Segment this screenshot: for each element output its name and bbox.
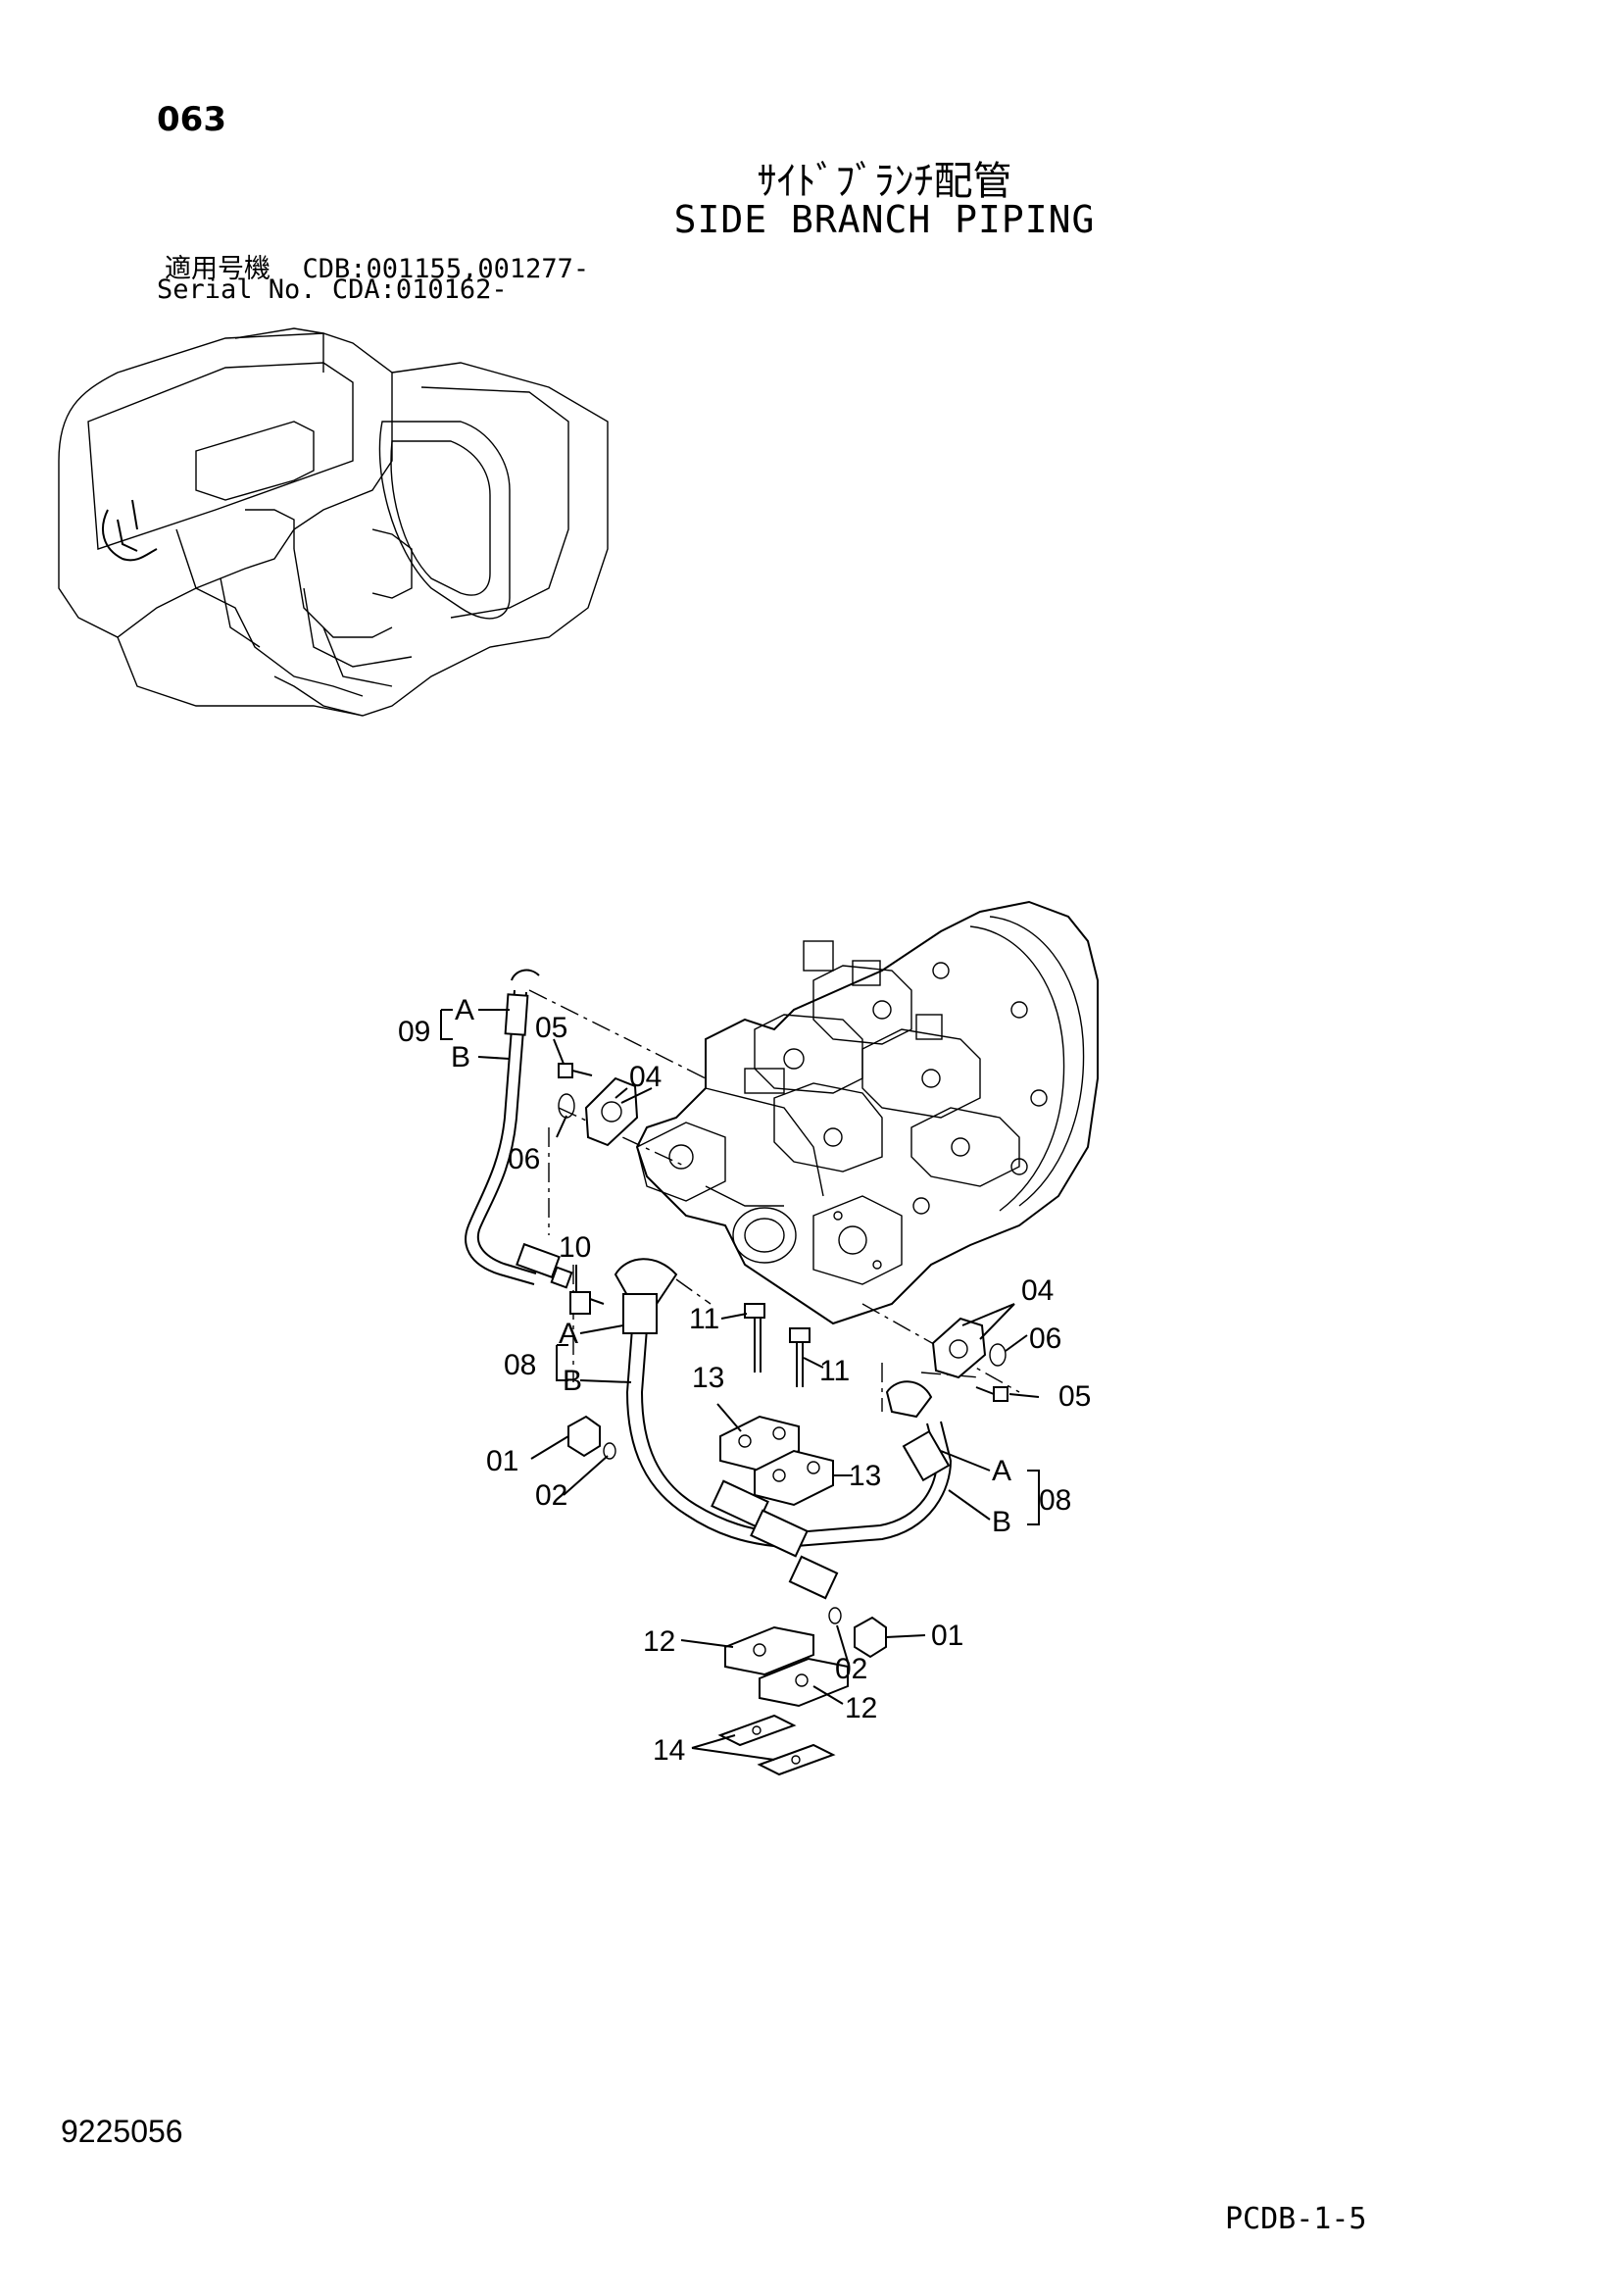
- bolt-05-right: [975, 1386, 1008, 1402]
- callout-08-left-a: A: [559, 1318, 578, 1350]
- callout-01-left: 01: [486, 1445, 518, 1477]
- callout-08-right: 08: [1039, 1484, 1071, 1517]
- serial-row-number: Serial No. CDA:010162-: [157, 275, 508, 305]
- leader-lines: [440, 1009, 1040, 1761]
- hose-08: [614, 1258, 953, 1600]
- callout-08-right-b: B: [992, 1506, 1011, 1538]
- callout-12-left: 12: [643, 1625, 675, 1658]
- callout-08-left-b: B: [563, 1365, 582, 1397]
- serial-row-applicable: 適用号機 CDB:001155,001277-: [165, 247, 589, 285]
- split-flange-04-right: [931, 1317, 987, 1379]
- callout-08-left: 08: [504, 1349, 536, 1381]
- o-ring-02-left: [603, 1442, 616, 1460]
- o-ring-02-bottom: [828, 1607, 842, 1624]
- callout-13-bottom: 13: [849, 1460, 881, 1492]
- split-flange-04-top: [584, 1076, 639, 1147]
- serial-label-ja: 適用号機: [165, 254, 270, 284]
- callout-04-right: 04: [1021, 1274, 1054, 1307]
- callout-08-right-a: A: [992, 1455, 1011, 1487]
- callout-04-top: 04: [629, 1061, 662, 1093]
- callout-09: 09: [398, 1016, 430, 1048]
- excavator-locator-illustration: [58, 327, 609, 717]
- callout-10: 10: [559, 1231, 591, 1264]
- hose-09: [465, 969, 573, 1289]
- callout-01-right: 01: [931, 1620, 963, 1652]
- bolt-11-left: [744, 1303, 765, 1373]
- callout-02-left: 02: [535, 1479, 567, 1512]
- callout-labels: 09 A B 05 04 06 10 11 11 08 A B 13 13 01…: [398, 994, 1091, 1767]
- callout-05-top: 05: [535, 1012, 567, 1044]
- clamp-13-lower: [754, 1449, 834, 1507]
- callout-09-b: B: [451, 1041, 470, 1073]
- callout-06-top: 06: [508, 1143, 540, 1175]
- serial-value-cda: CDA:010162-: [331, 275, 508, 305]
- plug-01-left: [567, 1415, 601, 1458]
- bolt-11-right: [789, 1327, 811, 1387]
- callout-14: 14: [653, 1734, 685, 1767]
- serial-label-en: Serial No.: [157, 275, 317, 305]
- page-reference: PCDB-1-5: [1225, 2202, 1367, 2236]
- clamp-12-upper: [724, 1625, 814, 1676]
- bolt-05-top: [558, 1063, 593, 1078]
- plate-14-upper: [717, 1714, 797, 1747]
- o-ring-06-right: [989, 1343, 1007, 1367]
- callout-11-left: 11: [689, 1303, 719, 1335]
- o-ring-06-top: [558, 1093, 575, 1119]
- callout-11-right: 11: [819, 1355, 850, 1387]
- callout-06-right: 06: [1029, 1323, 1061, 1355]
- callout-02-bottom: 02: [835, 1653, 867, 1685]
- fitting-10: [569, 1291, 605, 1315]
- page-number: 063: [157, 100, 226, 139]
- callout-13-top: 13: [692, 1362, 724, 1394]
- callout-05-right: 05: [1058, 1380, 1091, 1413]
- title-english: SIDE BRANCH PIPING: [673, 198, 1096, 241]
- document-id: 9225056: [61, 2114, 183, 2149]
- callout-12-bottom: 12: [845, 1692, 877, 1724]
- title-japanese: ｻｲﾄﾞﾌﾞﾗﾝﾁ配管: [757, 159, 1012, 204]
- callout-09-a: A: [455, 994, 474, 1026]
- plate-14-lower: [757, 1743, 836, 1776]
- serial-value-cdb: CDB:001155,001277-: [302, 254, 590, 284]
- hydraulic-pump-assembly: [635, 900, 1099, 1325]
- plug-01-right: [854, 1616, 887, 1659]
